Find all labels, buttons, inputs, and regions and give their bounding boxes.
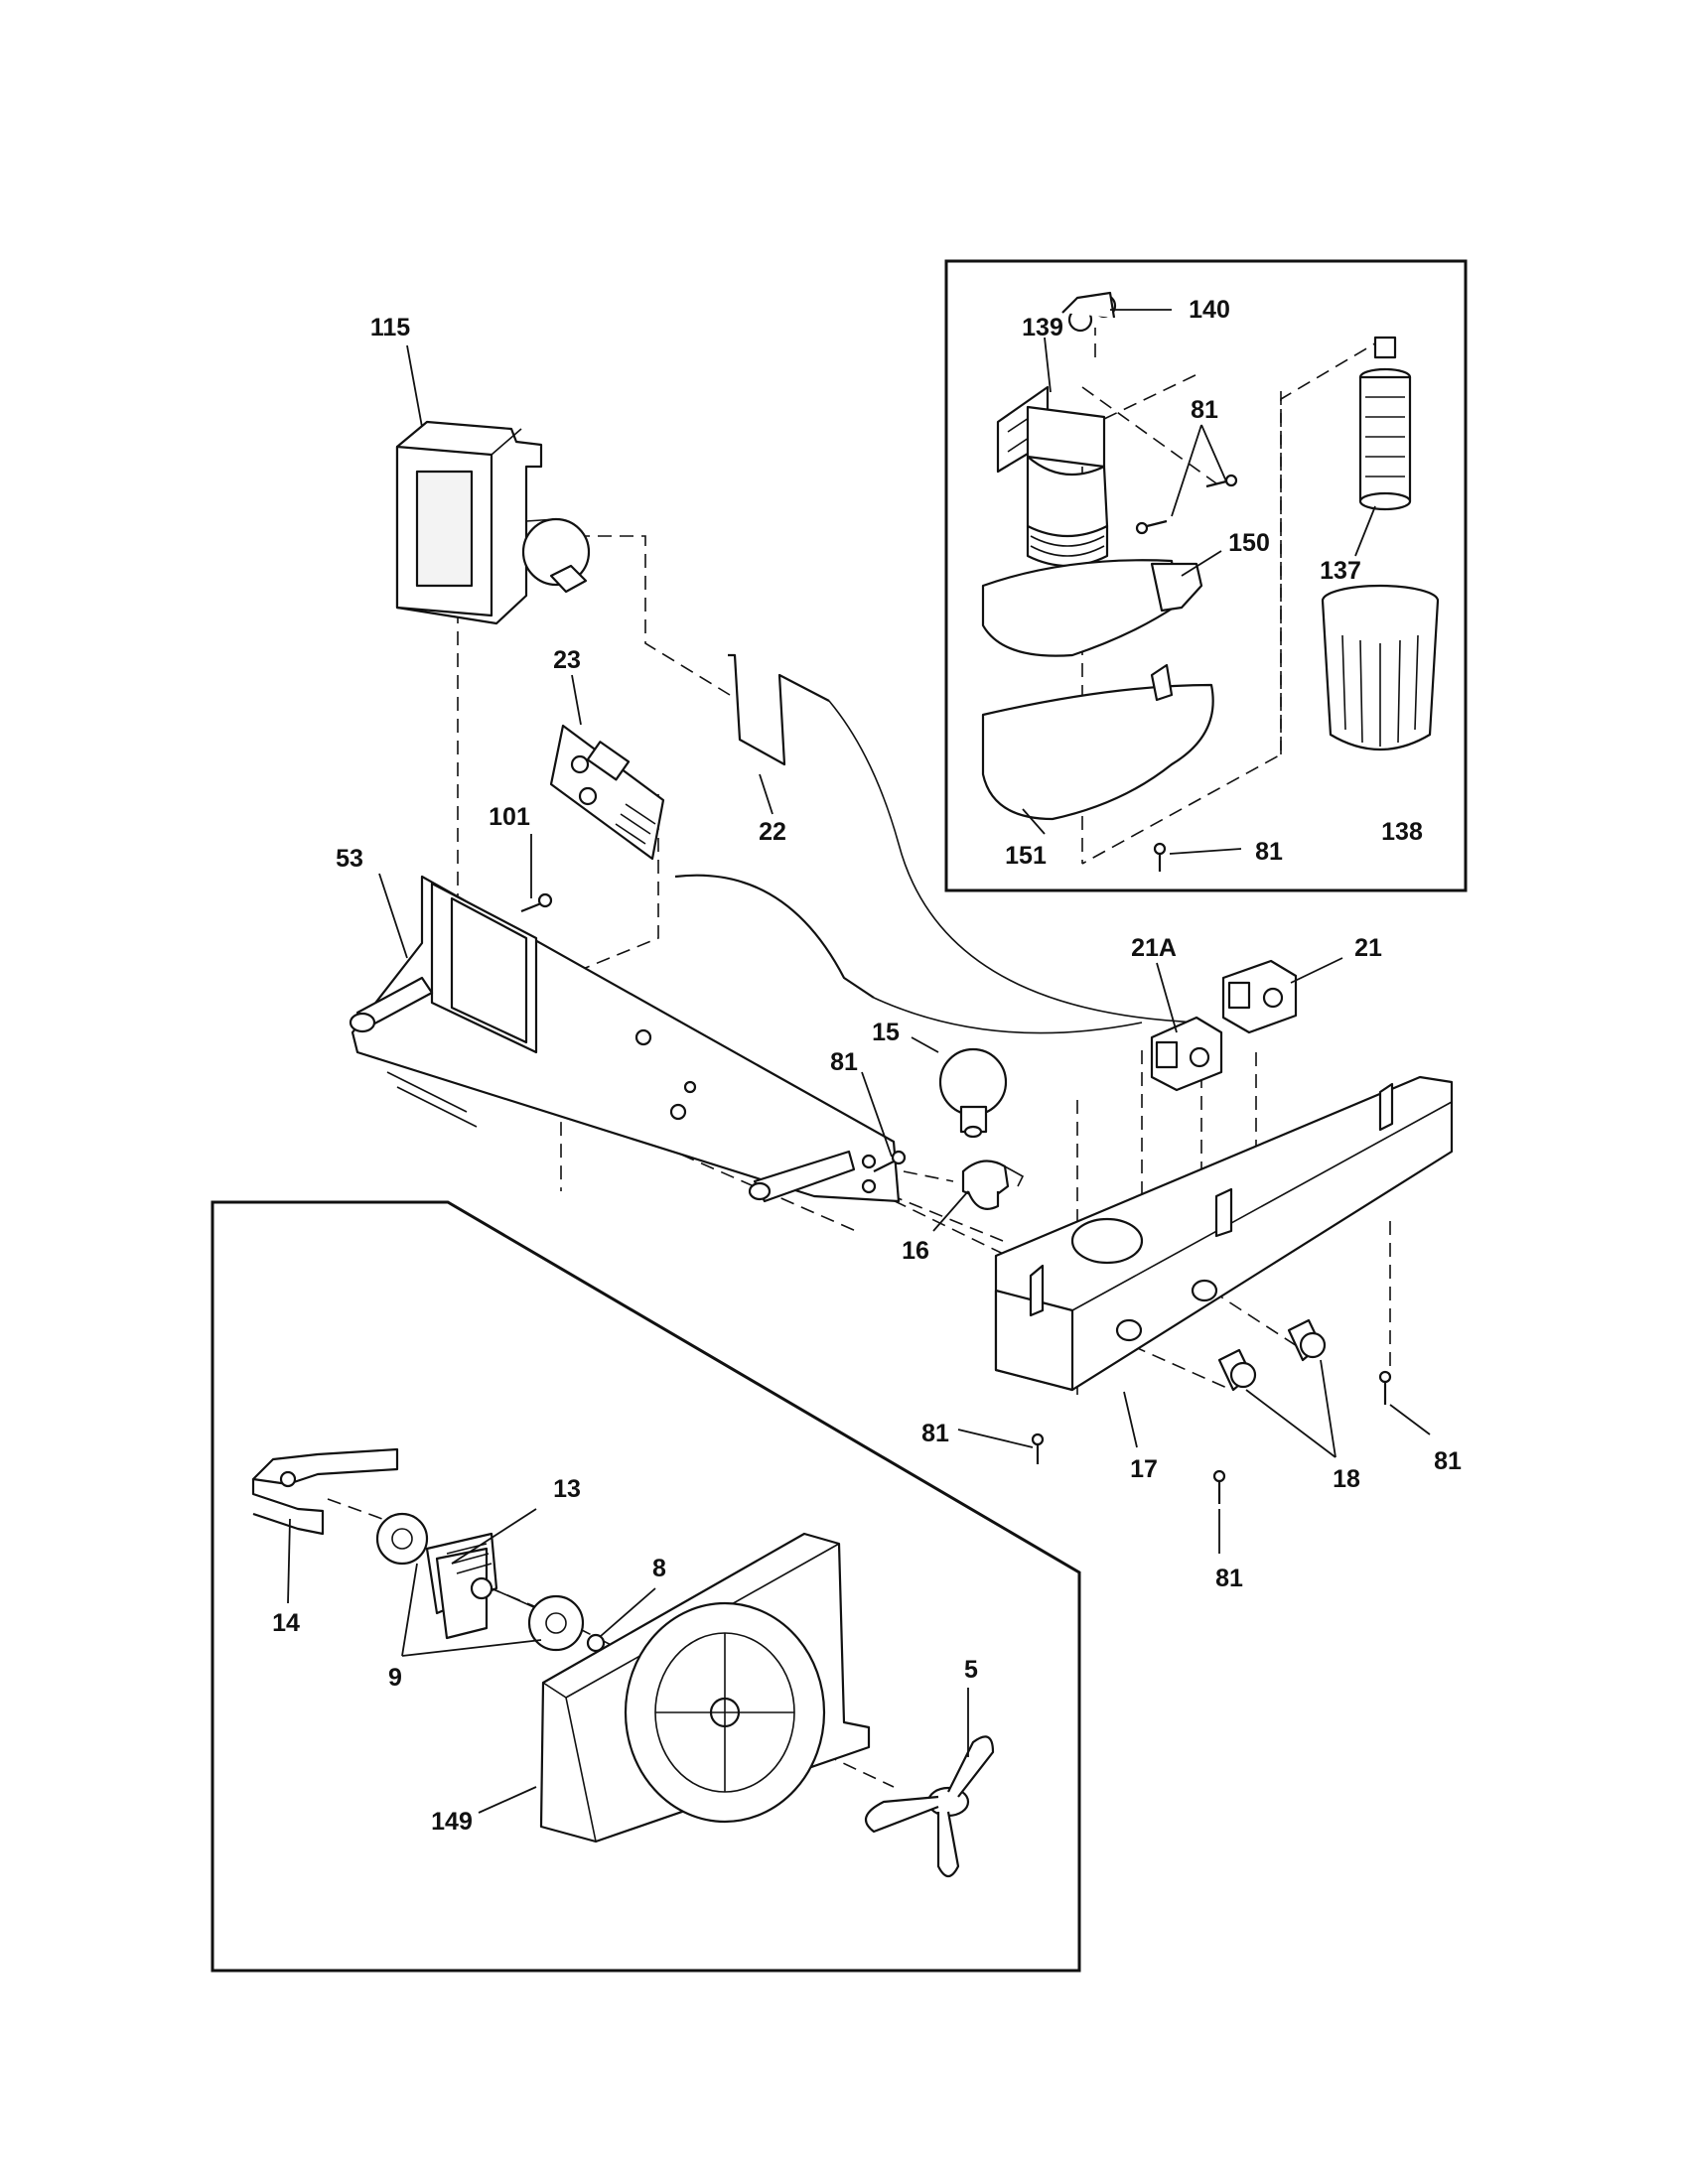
label-139: 139 xyxy=(1022,314,1063,341)
part-139-valve xyxy=(996,385,1109,568)
part-81-screw-bottom-left xyxy=(1031,1433,1045,1464)
part-18-knob-b xyxy=(1287,1318,1327,1362)
part-5-fan-blade xyxy=(864,1735,995,1878)
label-5: 5 xyxy=(964,1656,978,1684)
label-53: 53 xyxy=(336,845,363,873)
label-140: 140 xyxy=(1189,296,1230,324)
part-21A-switch xyxy=(1150,1016,1223,1092)
label-23: 23 xyxy=(553,646,581,674)
label-9: 9 xyxy=(388,1664,402,1692)
label-138: 138 xyxy=(1381,818,1423,846)
part-81-screw-bottom-mid xyxy=(1212,1469,1226,1504)
part-115-housing xyxy=(395,420,591,625)
part-labels: 115 23 101 53 22 81 15 16 21A 21 17 18 8… xyxy=(272,296,1462,1836)
label-151: 151 xyxy=(1005,842,1047,870)
label-101: 101 xyxy=(489,803,530,831)
label-15: 15 xyxy=(872,1019,900,1046)
part-8-washer xyxy=(586,1633,606,1653)
part-81-screw-inset-a xyxy=(1135,519,1168,535)
label-14: 14 xyxy=(272,1609,300,1637)
label-137: 137 xyxy=(1320,557,1361,585)
label-21: 21 xyxy=(1354,934,1382,962)
part-140-fitting xyxy=(1061,291,1117,333)
part-53-frame xyxy=(349,875,901,1203)
label-13: 13 xyxy=(553,1475,581,1503)
label-149: 149 xyxy=(431,1808,473,1836)
label-81-bottom-mid: 81 xyxy=(1215,1565,1243,1592)
part-21-switch xyxy=(1221,959,1298,1034)
label-81-center: 81 xyxy=(830,1048,858,1076)
label-22: 22 xyxy=(759,818,786,846)
part-16-socket xyxy=(961,1160,1025,1210)
part-22-tube xyxy=(674,653,1202,1034)
leader-lines xyxy=(287,309,1431,1814)
part-150-upper-shell xyxy=(981,559,1203,657)
part-9-grommet-a xyxy=(375,1512,429,1566)
label-81-bottom-right: 81 xyxy=(1434,1447,1462,1475)
label-18: 18 xyxy=(1333,1465,1360,1493)
part-81-screw-bottom-right xyxy=(1378,1370,1392,1405)
label-17: 17 xyxy=(1130,1455,1158,1483)
label-150: 150 xyxy=(1228,529,1270,557)
part-137-filter-cartridge xyxy=(1358,336,1412,511)
fan-motor-inset-frame xyxy=(211,1200,1081,1973)
label-81-bottom-left: 81 xyxy=(921,1420,949,1447)
part-14-bracket xyxy=(251,1447,399,1536)
part-15-bulb xyxy=(938,1047,1008,1139)
label-16: 16 xyxy=(902,1237,929,1265)
part-13-motor xyxy=(425,1532,537,1640)
label-115: 115 xyxy=(370,314,410,341)
part-151-lower-shell xyxy=(981,663,1214,821)
part-81-screw-inset-c xyxy=(1153,842,1167,872)
label-21A: 21A xyxy=(1131,934,1177,962)
label-81-inset-top: 81 xyxy=(1191,396,1218,424)
part-17-housing xyxy=(994,1075,1454,1392)
part-9-grommet-b xyxy=(527,1594,585,1652)
part-81-screw-inset-b xyxy=(1205,474,1238,488)
label-8: 8 xyxy=(652,1555,666,1582)
part-23-control-board xyxy=(549,724,665,861)
part-149-shroud xyxy=(539,1532,871,1843)
part-101-screw xyxy=(520,892,553,913)
part-18-knob-a xyxy=(1217,1348,1257,1392)
part-81-screw-center xyxy=(873,1150,907,1172)
part-138-filter-cup xyxy=(1321,584,1440,751)
water-filter-inset-frame xyxy=(944,259,1468,892)
label-81-inset-bottom: 81 xyxy=(1255,838,1283,866)
